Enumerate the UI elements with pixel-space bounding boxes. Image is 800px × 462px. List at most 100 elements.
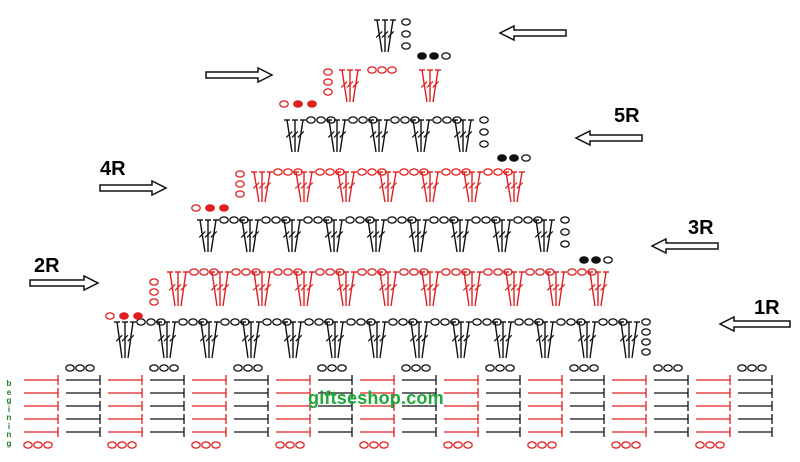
chain-stitch-icon xyxy=(367,66,377,74)
chain-stitch-icon xyxy=(399,168,409,176)
chain-stitch-icon xyxy=(235,170,245,178)
double-crochet-icon xyxy=(533,219,542,253)
chain-stitch-icon xyxy=(421,364,431,372)
chain-stitch-icon xyxy=(441,52,451,60)
chain-stitch-icon xyxy=(356,318,366,326)
double-crochet-icon xyxy=(540,219,548,252)
chain-stitch-icon xyxy=(272,318,282,326)
chain-stitch-icon xyxy=(409,168,419,176)
chain-stitch-icon xyxy=(146,318,156,326)
double-crochet-icon xyxy=(291,119,299,152)
double-crochet-icon xyxy=(545,271,554,307)
double-crochet-icon xyxy=(211,321,220,359)
chain-stitch-icon xyxy=(673,364,683,372)
chain-stitch-icon xyxy=(705,441,715,449)
double-crochet-icon xyxy=(423,119,432,153)
chain-stitch-icon xyxy=(537,441,547,449)
double-crochet-icon xyxy=(503,271,512,307)
chain-stitch-icon xyxy=(560,216,570,224)
double-crochet-icon xyxy=(204,219,212,252)
double-crochet-icon xyxy=(339,69,348,103)
double-crochet-icon xyxy=(293,171,302,203)
double-crochet-icon xyxy=(390,171,399,203)
double-crochet-icon xyxy=(474,171,483,203)
double-crochet-icon xyxy=(366,321,375,359)
row-label-3r: 3R xyxy=(688,217,714,239)
arrow-right-icon xyxy=(99,179,168,197)
double-crochet-icon xyxy=(461,171,470,203)
chain-stitch-icon xyxy=(159,364,169,372)
chain-stitch-icon xyxy=(527,441,537,449)
chain-stitch-icon xyxy=(493,268,503,276)
double-crochet-icon xyxy=(222,271,231,307)
chain-stitch-icon xyxy=(85,364,95,372)
double-crochet-icon xyxy=(452,119,461,153)
chain-stitch-icon xyxy=(243,364,253,372)
chain-stitch-icon xyxy=(608,318,618,326)
chain-stitch-icon xyxy=(485,364,495,372)
chain-stitch-icon xyxy=(566,318,576,326)
double-crochet-icon xyxy=(258,171,266,202)
double-crochet-icon xyxy=(264,271,273,307)
chain-stitch-icon xyxy=(663,364,673,372)
double-crochet-icon xyxy=(288,219,296,252)
double-crochet-icon xyxy=(253,321,262,359)
chain-stitch-icon xyxy=(346,318,356,326)
double-crochet-icon xyxy=(465,119,474,153)
double-crochet-icon xyxy=(587,271,596,307)
chain-stitch-icon xyxy=(316,116,326,124)
chain-stitch-icon xyxy=(747,364,757,372)
double-crochet-icon xyxy=(461,271,470,307)
chain-stitch-icon xyxy=(525,268,535,276)
double-crochet-icon xyxy=(541,321,549,358)
chain-stitch-icon xyxy=(443,441,453,449)
chain-stitch-icon xyxy=(149,298,159,306)
double-crochet-icon xyxy=(375,119,383,152)
chain-stitch-icon xyxy=(641,328,651,336)
chain-stitch-icon xyxy=(482,318,492,326)
arrow-left-icon xyxy=(718,315,791,333)
chain-stitch-icon xyxy=(641,348,651,356)
chain-stitch-icon xyxy=(315,168,325,176)
chain-stitch-icon xyxy=(149,364,159,372)
chain-stitch-icon xyxy=(304,318,314,326)
double-crochet-icon xyxy=(289,321,297,358)
chain-stitch-icon xyxy=(306,116,316,124)
slip-stitch-icon xyxy=(579,256,589,264)
chain-stitch-icon xyxy=(440,318,450,326)
chain-stitch-icon xyxy=(611,441,621,449)
double-crochet-icon xyxy=(407,219,416,253)
chain-stitch-icon xyxy=(479,140,489,148)
chain-stitch-icon xyxy=(355,216,365,224)
double-crochet-icon xyxy=(415,321,423,358)
double-crochet-icon xyxy=(331,321,339,358)
chain-stitch-icon xyxy=(442,116,452,124)
chain-stitch-icon xyxy=(105,312,115,320)
chain-stitch-icon xyxy=(43,441,53,449)
double-crochet-icon xyxy=(576,321,585,359)
chain-stitch-icon xyxy=(241,268,251,276)
chain-stitch-icon xyxy=(191,441,201,449)
chain-stitch-icon xyxy=(201,441,211,449)
chain-stitch-icon xyxy=(631,441,641,449)
chain-stitch-icon xyxy=(483,268,493,276)
double-crochet-icon xyxy=(510,271,518,306)
chain-stitch-icon xyxy=(523,216,533,224)
slip-stitch-icon xyxy=(591,256,601,264)
chain-stitch-icon xyxy=(429,216,439,224)
chain-stitch-icon xyxy=(325,168,335,176)
double-crochet-icon xyxy=(295,321,304,359)
chain-stitch-icon xyxy=(219,216,229,224)
double-crochet-icon xyxy=(205,321,213,358)
chain-stitch-icon xyxy=(715,441,725,449)
double-crochet-icon xyxy=(174,271,182,306)
double-crochet-icon xyxy=(387,19,396,53)
double-crochet-icon xyxy=(121,321,129,358)
double-crochet-icon xyxy=(421,321,430,359)
double-crochet-icon xyxy=(468,271,476,306)
chain-stitch-icon xyxy=(567,268,577,276)
double-crochet-icon xyxy=(300,171,308,202)
double-crochet-icon xyxy=(510,171,518,202)
chain-stitch-icon xyxy=(178,318,188,326)
